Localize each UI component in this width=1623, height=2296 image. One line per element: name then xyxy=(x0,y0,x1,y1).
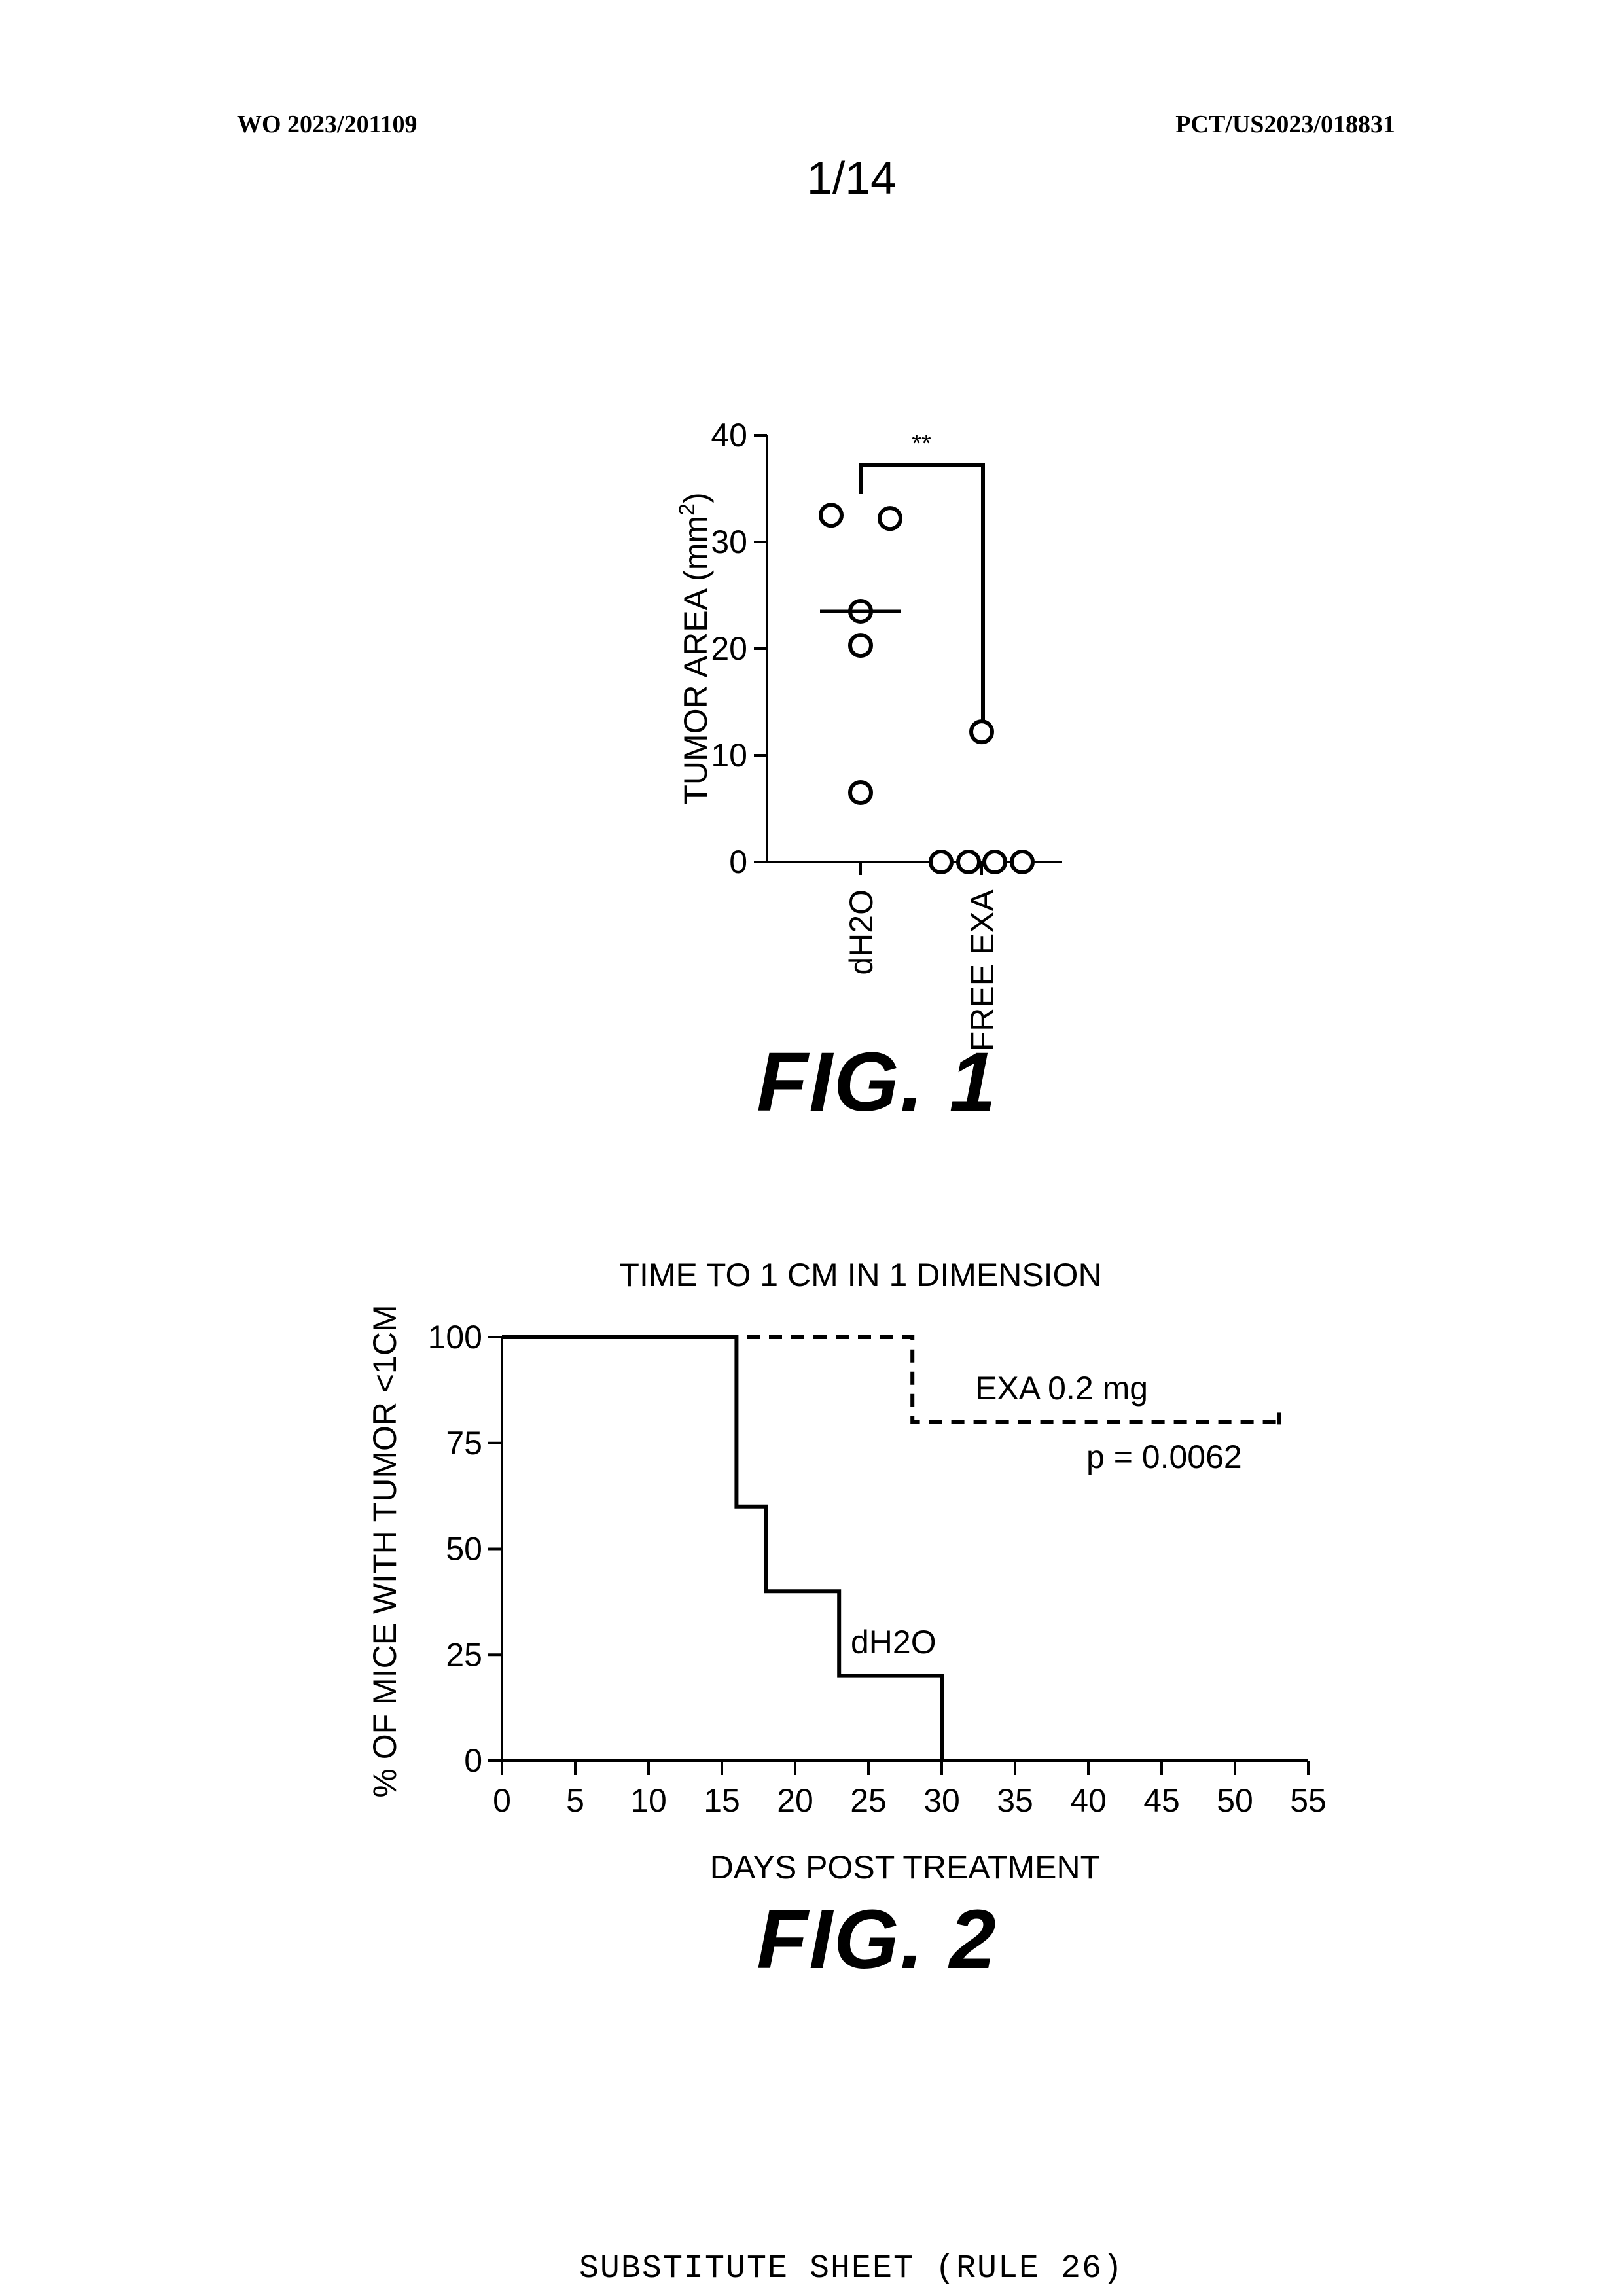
footer-note: SUBSTITUTE SHEET (RULE 26) xyxy=(0,2250,1623,2287)
fig2-x-tick-label: 25 xyxy=(850,1782,887,1819)
fig2-y-tick-label: 75 xyxy=(446,1425,482,1462)
fig2-y-tick-label: 0 xyxy=(464,1742,482,1779)
fig2-x-tick-label: 30 xyxy=(923,1782,960,1819)
fig2-label: FIG. 2 xyxy=(0,1892,1623,1988)
fig2-series-label-dh2o: dH2O xyxy=(851,1624,936,1660)
fig2-series-label-exa: EXA 0.2 mg xyxy=(975,1370,1148,1407)
fig2-x-tick-label: 20 xyxy=(777,1782,813,1819)
fig2-y-tick-label: 50 xyxy=(446,1531,482,1568)
fig2-x-tick-label: 35 xyxy=(997,1782,1033,1819)
fig2-x-tick-label: 55 xyxy=(1290,1782,1327,1819)
fig2-y-tick-label: 100 xyxy=(428,1319,482,1355)
fig2-x-tick-label: 15 xyxy=(704,1782,740,1819)
fig2-x-tick-label: 50 xyxy=(1217,1782,1253,1819)
fig2-x-tick-label: 40 xyxy=(1070,1782,1107,1819)
fig2-x-axis-title: DAYS POST TREATMENT xyxy=(710,1849,1100,1886)
fig2-y-axis-title: % OF MICE WITH TUMOR <1CM xyxy=(366,1304,403,1797)
fig2-x-tick-label: 5 xyxy=(566,1782,584,1819)
fig2-x-tick-label: 0 xyxy=(493,1782,511,1819)
fig2-series-line xyxy=(502,1337,1279,1422)
fig2-x-tick-label: 45 xyxy=(1143,1782,1180,1819)
fig2-series-line xyxy=(502,1337,942,1761)
fig2-y-tick-label: 25 xyxy=(446,1636,482,1673)
fig2-p-value: p = 0.0062 xyxy=(1086,1439,1242,1475)
fig2-title: TIME TO 1 CM IN 1 DIMENSION xyxy=(619,1257,1101,1293)
fig2-x-tick-label: 10 xyxy=(630,1782,667,1819)
